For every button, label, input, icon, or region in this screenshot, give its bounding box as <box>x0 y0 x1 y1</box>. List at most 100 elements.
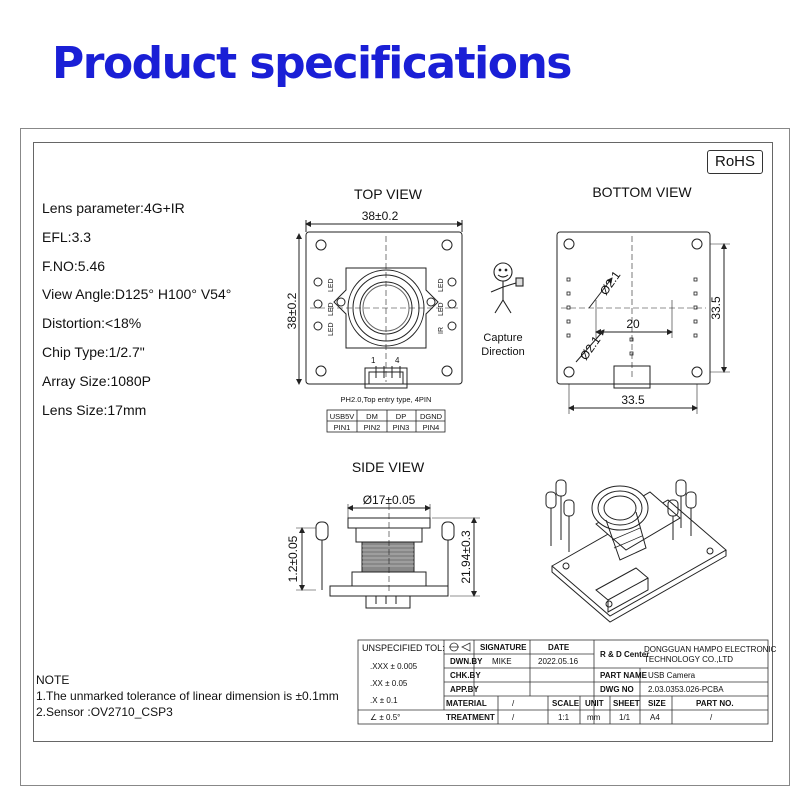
treatment-value: / <box>512 713 515 722</box>
bottom-view: BOTTOM VIEW <box>556 184 730 414</box>
title-block <box>357 639 769 725</box>
spec-array-size: Array Size:1080P <box>42 372 151 389</box>
isometric-view <box>545 479 727 623</box>
pin-1-label: 1 <box>371 356 376 365</box>
sheet-label: SHEET <box>613 699 640 708</box>
bottom-height-dim: 33.5 <box>709 296 723 320</box>
tol-row: .X ± 0.1 <box>370 696 398 705</box>
treatment-label: TREATMENT <box>446 713 495 722</box>
date-label: DATE <box>548 643 570 652</box>
scale-label: SCALE <box>552 699 580 708</box>
connector-caption: PH2.0,Top entry type, 4PIN <box>341 395 432 404</box>
pin-table <box>326 409 446 433</box>
bottom-view-title: BOTTOM VIEW <box>592 184 692 200</box>
dwn-by-name: MIKE <box>492 657 512 666</box>
rd-center-label: R & D Center <box>600 650 650 659</box>
top-view-title: TOP VIEW <box>354 186 423 202</box>
unspecified-tol-label: UNSPECIFIED TOL: <box>362 643 445 653</box>
hole-dim-2: Ø2.1 <box>577 333 604 363</box>
led-label-left-3: LED <box>328 322 335 336</box>
part-no-label: PART NO. <box>696 699 734 708</box>
pin-name: DGND <box>420 412 443 421</box>
side-view-dims: Ø17±0.05 1.2±0.05 21.94±0.3 <box>286 493 473 584</box>
spec-distortion: Distortion:<18% <box>42 315 142 332</box>
led-label-right-1: LED <box>438 278 445 292</box>
side-view: SIDE VIEW <box>296 459 480 609</box>
part-name-label: PART NAME <box>600 671 647 680</box>
side-left-dim: 1.2±0.05 <box>286 535 300 582</box>
material-value: / <box>512 699 515 708</box>
spec-fno: F.NO:5.46 <box>42 257 106 274</box>
tol-pm: ± <box>379 696 385 705</box>
unit-value: mm <box>587 713 601 722</box>
direction-label: Direction <box>481 346 524 358</box>
tol-sym: ∠ <box>370 713 378 722</box>
scale-value: 1:1 <box>558 713 570 722</box>
note-line-2: 2.Sensor :OV2710_CSP3 <box>36 705 173 719</box>
tol-row: .XXX ± 0.005 <box>370 662 417 671</box>
tol-pm: ± <box>385 679 390 688</box>
pin-name: DP <box>396 412 406 421</box>
dwn-date: 2022.05.16 <box>538 657 579 666</box>
capture-direction-figure <box>490 262 524 314</box>
top-view-labels: LED LED LED LED LED IR 1 4 PH2.0,Top ent… <box>328 278 445 404</box>
tol-row: .XX ± 0.05 <box>370 679 407 688</box>
tol-val: 0.1 <box>386 696 398 705</box>
tol-val: 0.05 <box>391 679 408 688</box>
pin-table-text: USB5V DM DP DGND PIN1 PIN2 PIN3 PIN4 <box>330 412 443 432</box>
material-label: MATERIAL <box>446 699 487 708</box>
tol-val: 0.5° <box>386 713 401 722</box>
company-line-2: TECHNOLOGY CO.,LTD <box>644 655 734 664</box>
part-name: USB Camera <box>648 671 696 680</box>
size-value: A4 <box>650 713 660 722</box>
note-heading: NOTE <box>36 673 70 687</box>
sheet-value: 1/1 <box>619 713 631 722</box>
tol-pm: ± <box>390 662 395 671</box>
company-line-1: DONGGUAN HAMPO ELECTRONIC <box>644 645 777 654</box>
drawing-sheet <box>20 128 790 786</box>
notes: NOTE 1.The unmarked tolerance of linear … <box>36 672 339 720</box>
led-label-right-2: LED <box>438 302 445 316</box>
spec-lens-size: Lens Size:17mm <box>42 401 147 418</box>
signature-label: SIGNATURE <box>480 643 527 652</box>
side-right-dim: 21.94±0.3 <box>459 530 473 584</box>
pin-number: PIN4 <box>423 423 440 432</box>
lens-dia-dim: Ø17±0.05 <box>363 493 416 507</box>
ir-label: IR <box>438 327 445 334</box>
top-width-dim: 38±0.2 <box>362 209 399 223</box>
spec-list: Lens parameter:4G+IR EFL:3.3 F.NO:5.46 V… <box>42 194 231 424</box>
top-height-dim: 38±0.2 <box>285 292 299 329</box>
led-label-left-1: LED <box>328 278 335 292</box>
bottom-width-dim: 33.5 <box>621 393 645 407</box>
pin-name: USB5V <box>330 412 355 421</box>
hole-dim-1: Ø2.1 <box>597 268 624 298</box>
note-line-1: 1.The unmarked tolerance of linear dimen… <box>36 689 339 703</box>
top-view: TOP VIEW 38±0.2 38±0.2 <box>285 186 463 389</box>
tol-val: 0.005 <box>397 662 418 671</box>
tol-sym: .XXX <box>370 662 389 671</box>
dwg-no-label: DWG NO <box>600 685 634 694</box>
pin-number: PIN1 <box>334 423 351 432</box>
tol-sym: .X <box>370 696 378 705</box>
spec-view-angle: View Angle:D125° H100° V54° <box>42 286 232 303</box>
spec-efl: EFL:3.3 <box>42 228 92 245</box>
part-no-value: / <box>710 713 713 722</box>
unit-label: UNIT <box>585 699 604 708</box>
drawing-frame <box>33 142 773 742</box>
dwn-by-label: DWN.BY <box>450 657 483 666</box>
chk-by-label: CHK.BY <box>450 671 481 680</box>
app-by-label: APP.BY <box>450 685 479 694</box>
spec-lens-parameter: Lens parameter:4G+IR <box>42 200 185 216</box>
rohs-badge: RoHS <box>707 150 763 174</box>
tol-row: ∠ ± 0.5° <box>370 713 400 722</box>
tol-sym: .XX <box>370 679 383 688</box>
led-label-left-2: LED <box>328 302 335 316</box>
pin-4-label: 4 <box>395 356 400 365</box>
side-view-title: SIDE VIEW <box>352 459 425 475</box>
spec-chip-type: Chip Type:1/2.7" <box>42 343 145 360</box>
inner-width-dim: 20 <box>626 317 640 331</box>
size-label: SIZE <box>648 699 666 708</box>
capture-label: Capture <box>483 332 522 344</box>
pin-number: PIN2 <box>364 423 381 432</box>
